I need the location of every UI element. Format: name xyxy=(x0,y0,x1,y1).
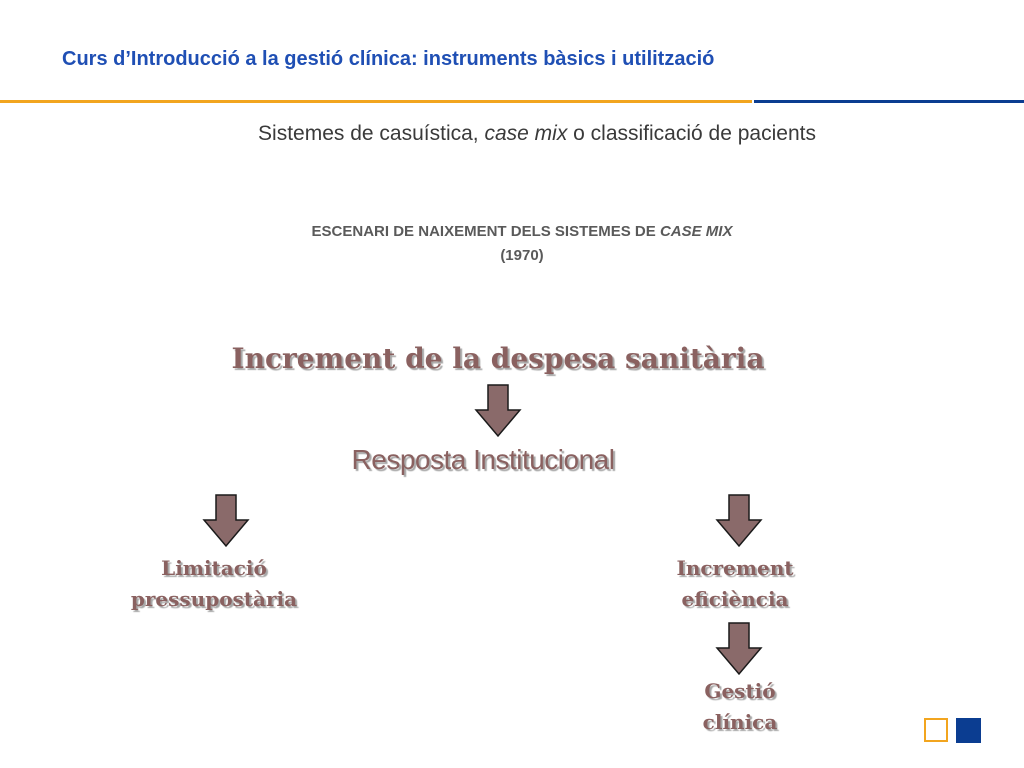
header-rule-blue xyxy=(754,100,1024,103)
subtitle-text-italic: case mix xyxy=(484,122,568,145)
down-arrow-icon xyxy=(715,494,763,548)
subtitle-text-after: o classificació de pacients xyxy=(567,122,816,145)
node-resposta-institucional: Resposta Institucional xyxy=(351,444,615,475)
scenario-prefix: ESCENARI DE NAIXEMENT DELS SISTEMES DE xyxy=(311,223,660,240)
square-outline-icon xyxy=(924,718,948,742)
node-gestio-line-2: clínica xyxy=(702,710,778,734)
down-arrow-icon xyxy=(202,494,250,548)
node-limitacio-line-2: pressupostària xyxy=(130,587,298,611)
course-title: Curs d’Introducció a la gestió clínica: … xyxy=(62,48,715,70)
slide-subtitle: Sistemes de casuística, case mix o class… xyxy=(0,122,1024,146)
scenario-italic: CASE MIX xyxy=(659,223,733,240)
node-eficiencia-line-2: eficiència xyxy=(681,587,789,611)
scenario-year: (1970) xyxy=(500,247,544,264)
down-arrow-icon xyxy=(715,622,763,676)
node-increment-eficiencia: Increment eficiència xyxy=(640,553,830,615)
square-filled-icon xyxy=(956,718,981,743)
node-gestio-line-1: Gestió xyxy=(704,679,776,703)
scenario-heading: ESCENARI DE NAIXEMENT DELS SISTEMES DE C… xyxy=(0,220,1024,268)
node-limitacio-line-1: Limitació xyxy=(161,556,267,580)
subtitle-text-before: Sistemes de casuística, xyxy=(258,122,485,145)
node-limitacio-pressupostaria: Limitació pressupostària xyxy=(100,553,328,615)
header-rule-orange xyxy=(0,100,752,103)
node-eficiencia-line-1: Increment xyxy=(676,556,794,580)
down-arrow-icon xyxy=(474,384,522,438)
scenario-line-1: ESCENARI DE NAIXEMENT DELS SISTEMES DE C… xyxy=(0,220,1024,244)
node-gestio-clinica: Gestió clínica xyxy=(660,676,820,738)
node-increment-despesa: Increment de la despesa sanitària xyxy=(231,342,765,375)
